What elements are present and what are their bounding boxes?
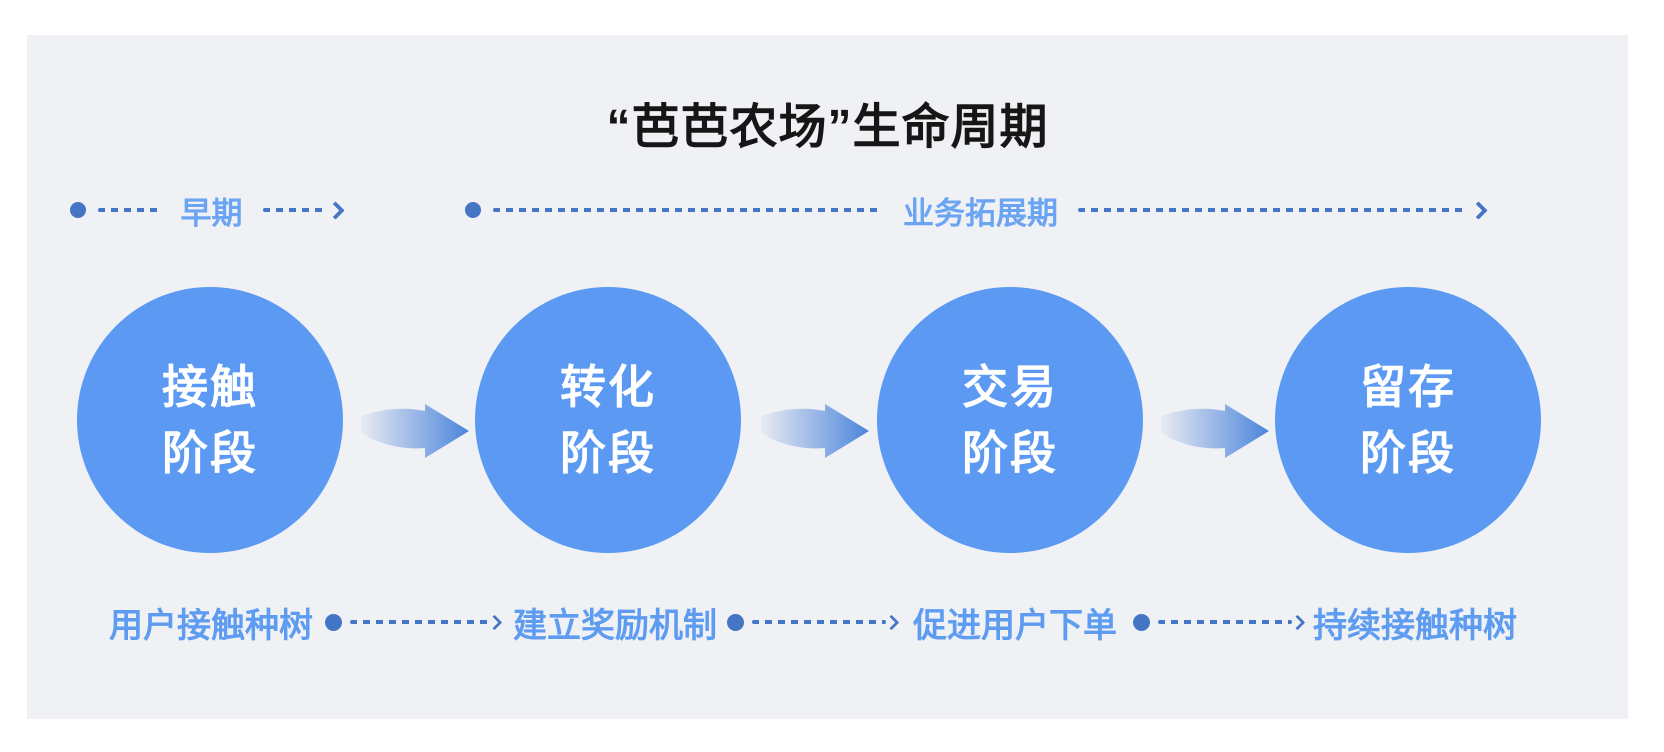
- connector-dot: [727, 613, 744, 631]
- phase-line-expansion: 业务拓展期: [465, 192, 1488, 231]
- connector-dot: [325, 613, 342, 631]
- dashed-line: [1078, 208, 1468, 212]
- stage-circle-label: 阶段: [560, 427, 656, 479]
- dashed-line: [493, 208, 883, 212]
- stage-circle-label: 交易: [962, 361, 1058, 413]
- phase-label-early: 早期: [180, 195, 243, 231]
- stage-circle-label: 留存: [1360, 361, 1456, 413]
- stage-caption-contact: 用户接触种树: [109, 606, 313, 645]
- stage-circle-conversion: 转化 阶段: [475, 287, 741, 553]
- caption-connector: [1133, 600, 1306, 644]
- diagram-panel: “芭芭农场”生命周期 早期 业务拓展期 接触 阶段 转化 阶段 交易 阶段 留存…: [27, 35, 1628, 719]
- dashed-line: [98, 208, 161, 212]
- arrow-right-icon: [326, 200, 345, 220]
- stage-circle-label: 阶段: [162, 427, 258, 479]
- stage-circle-label: 转化: [560, 361, 656, 413]
- caption-connector: [325, 600, 503, 644]
- stage-caption-transaction: 促进用户下单: [913, 606, 1117, 645]
- dashed-line: [752, 620, 886, 624]
- dashed-line: [350, 620, 489, 624]
- timeline-start-dot: [70, 202, 86, 218]
- phase-line-early: 早期: [70, 192, 345, 231]
- stage-circle-label: 接触: [162, 361, 258, 413]
- swoosh-arrow-icon: [361, 404, 469, 458]
- stage-caption-retention: 持续接触种树: [1313, 606, 1517, 645]
- stage-circle-contact: 接触 阶段: [77, 287, 343, 553]
- phase-label-expansion: 业务拓展期: [903, 195, 1058, 231]
- caption-connector: [727, 600, 900, 644]
- swoosh-arrow-icon: [761, 404, 869, 458]
- dashed-line: [262, 208, 325, 212]
- connector-dot: [1133, 613, 1150, 631]
- timeline-start-dot: [465, 202, 481, 218]
- stage-circle-label: 阶段: [1360, 427, 1456, 479]
- arrow-right-icon: [1469, 200, 1488, 220]
- stage-caption-conversion: 建立奖励机制: [513, 606, 717, 645]
- stage-circle-transaction: 交易 阶段: [877, 287, 1143, 553]
- swoosh-arrow-icon: [1161, 404, 1269, 458]
- arrow-right-icon: [883, 614, 900, 630]
- diagram-title: “芭芭农场”生命周期: [606, 101, 1049, 154]
- dashed-line: [1158, 620, 1292, 624]
- stage-circle-retention: 留存 阶段: [1275, 287, 1541, 553]
- stage-circle-label: 阶段: [962, 427, 1058, 479]
